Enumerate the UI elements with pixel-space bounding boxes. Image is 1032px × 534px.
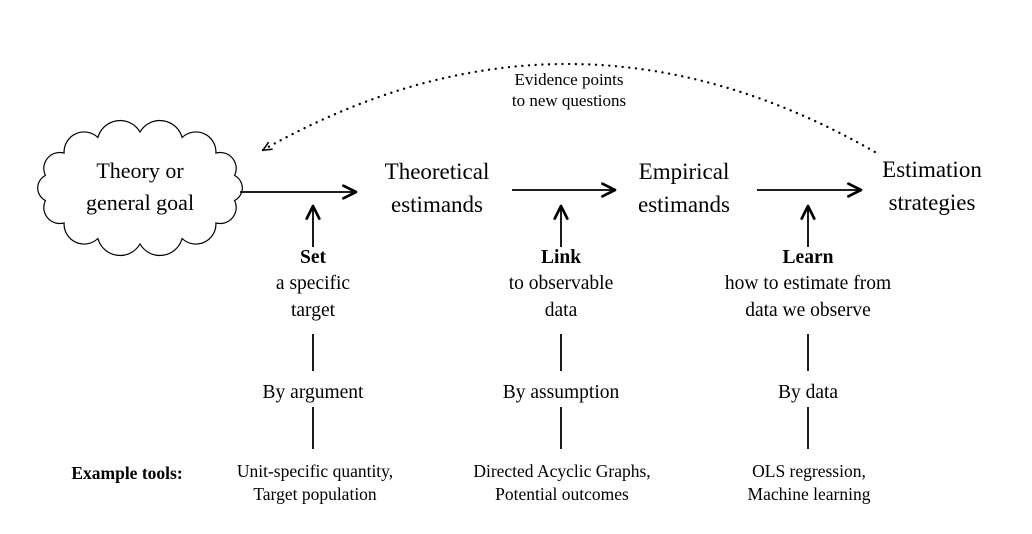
- step-learn-method: By data: [777, 382, 839, 403]
- step-learn-tools: OLS regression, Machine learning: [747, 461, 871, 504]
- step-learn-verb: Learn: [782, 247, 834, 268]
- step-link-method: By assumption: [502, 382, 620, 403]
- step-link-detail: to observable data: [508, 273, 614, 321]
- node-estimation-label: Estimation strategies: [882, 157, 982, 215]
- step-learn-detail: how to estimate from data we observe: [724, 273, 892, 321]
- step-link-verb: Link: [540, 247, 582, 268]
- step-set-method: By argument: [262, 382, 364, 403]
- step-set-tools: Unit-specific quantity, Target populatio…: [236, 461, 394, 504]
- node-empirical-label: Empirical estimands: [638, 159, 730, 217]
- node-theoretical-label: Theoretical estimands: [384, 159, 490, 217]
- step-set-verb: Set: [300, 247, 326, 268]
- feedback-arc: [261, 62, 877, 154]
- step-set-detail: a specific target: [275, 273, 351, 321]
- feedback-label: Evidence points to new questions: [511, 70, 627, 110]
- example-tools-label: Example tools:: [71, 463, 183, 483]
- node-theory-label: Theory or general goal: [85, 158, 195, 215]
- step-link-tools: Directed Acyclic Graphs, Potential outco…: [473, 461, 651, 504]
- feedback-arc-arrowhead: [262, 141, 273, 151]
- cloud-shape: [37, 119, 243, 257]
